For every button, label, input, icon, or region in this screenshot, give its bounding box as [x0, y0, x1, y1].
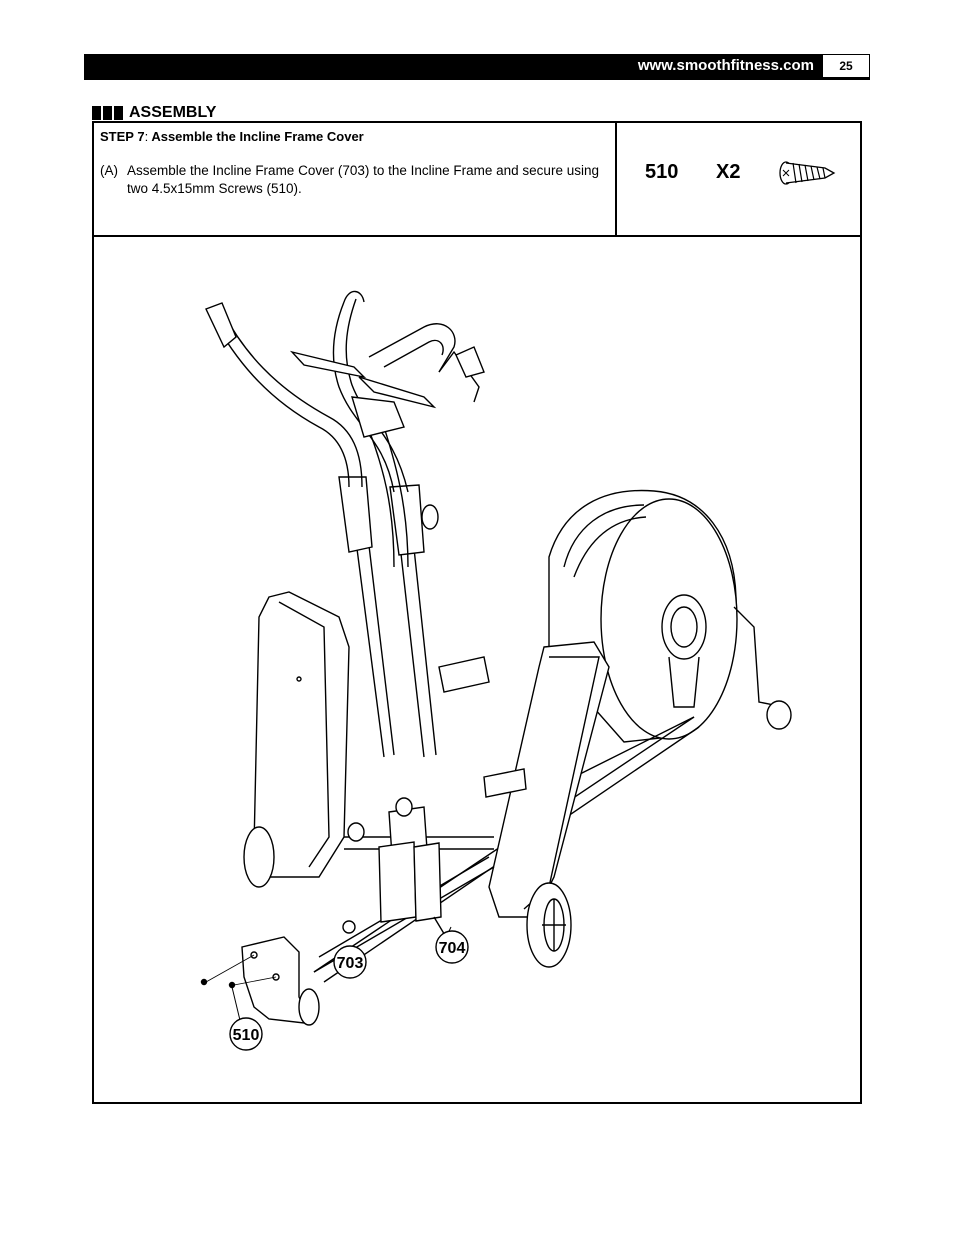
callout-704: 704 — [435, 930, 469, 964]
callout-510-label: 510 — [233, 1027, 260, 1044]
incline-frame-cover — [241, 936, 320, 1026]
section-title: ASSEMBLY — [129, 104, 217, 121]
parts-list: 510 X2 — [617, 123, 860, 237]
instruction-marker: (A) — [100, 163, 118, 178]
section-heading: ASSEMBLY — [92, 104, 216, 122]
callout-703: 703 — [333, 945, 367, 979]
instruction-text: Assemble the Incline Frame Cover (703) t… — [127, 163, 599, 196]
screw-icon — [779, 161, 836, 185]
step-instructions: STEP 7: Assemble the Incline Frame Cover… — [94, 123, 617, 237]
step-separator: : — [144, 129, 149, 144]
assembly-illustration — [200, 290, 792, 1038]
website-url: www.smoothfitness.com — [637, 57, 814, 74]
page-number: 25 — [822, 54, 870, 78]
incline-frame — [342, 797, 447, 944]
instruction-item: (A) Assemble the Incline Frame Cover (70… — [100, 162, 610, 198]
callout-703-label: 703 — [337, 955, 364, 972]
page-header: www.smoothfitness.com 25 — [84, 54, 870, 78]
left-side-cover — [243, 591, 350, 888]
rear-foot — [766, 700, 792, 730]
part-quantity: X2 — [716, 161, 741, 183]
right-pedal — [483, 768, 527, 798]
step-heading: STEP 7: Assemble the Incline Frame Cover — [100, 129, 364, 144]
step-label: STEP 7 — [100, 129, 145, 144]
handlebars — [205, 290, 485, 493]
callout-704-label: 704 — [439, 940, 466, 957]
step-title: Assemble the Incline Frame Cover — [151, 129, 364, 144]
section-marker — [92, 106, 123, 120]
header-rule — [84, 78, 870, 80]
left-pedal — [438, 656, 490, 693]
callouts-layer: 703 704 510 — [229, 930, 469, 1051]
part-number: 510 — [645, 161, 679, 183]
step-frame: STEP 7: Assemble the Incline Frame Cover… — [92, 121, 862, 1104]
console — [351, 396, 405, 438]
callout-510: 510 — [229, 1017, 263, 1051]
right-side-cover — [488, 641, 610, 968]
arm-posts — [338, 476, 439, 758]
